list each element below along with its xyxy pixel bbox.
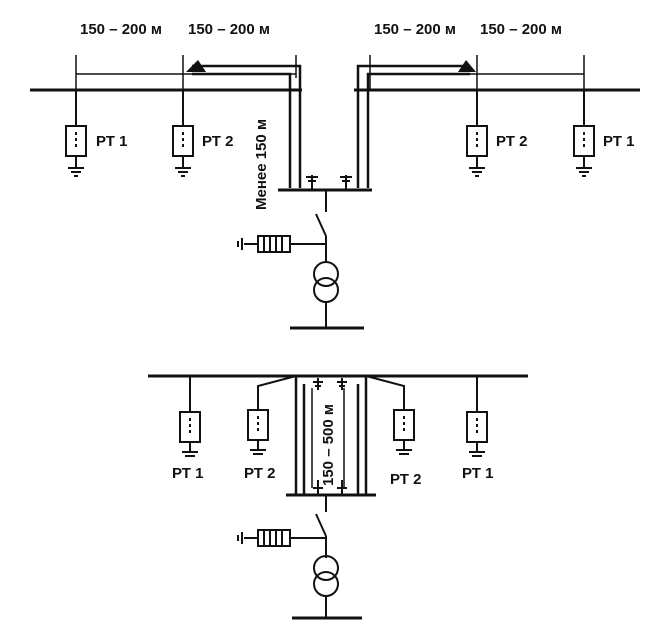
top-rt1-right-label: РТ 1 [603,133,634,150]
cable-end-arrester-right-icon [340,175,352,190]
bottom-rt2-right-label: РТ 2 [390,471,421,488]
range-label: 150 – 500 м [320,404,337,486]
dim-label-1: 150 – 200 м [80,21,162,38]
cable-terminal-right-icon [458,60,476,72]
cable-right [356,64,470,188]
bottom-cable-arrester-icons [313,378,347,494]
bottom-dim-range [311,388,345,488]
bottom-reactor-icon [237,529,326,547]
top-rt1-left-label: РТ 1 [96,133,127,150]
bottom-arrester-rt2-left [247,409,269,455]
top-reactor-icon [237,235,326,253]
dim-right [369,55,585,90]
bottom-arrester-rt2-right [393,409,415,455]
top-arrester-rt2-right [466,90,488,177]
top-switch-icon [315,190,327,262]
dim-label-4: 150 – 200 м [480,21,562,38]
dim-label-2: 150 – 200 м [188,21,270,38]
top-arrester-rt1-right [573,90,595,177]
bottom-transformer-icon [313,555,339,618]
bottom-switch-icon [315,495,327,558]
cable-end-arrester-left-icon [306,175,318,190]
top-arrester-rt2-left [172,90,194,177]
dim-label-3: 150 – 200 м [374,21,456,38]
bottom-arrester-rt1-left [179,376,201,457]
cable-left [192,64,302,188]
bottom-rt2-leads [257,375,405,410]
top-arrester-rt1-left [65,90,87,177]
top-transformer-icon [313,261,339,328]
bottom-rt1-left-label: РТ 1 [172,465,203,482]
cable-terminal-left-icon [186,60,206,72]
less-150-label: Менее 150 м [253,119,270,210]
top-line-gap [302,84,354,96]
bottom-rt1-right-label: РТ 1 [462,465,493,482]
top-rt2-right-label: РТ 2 [496,133,527,150]
top-rt2-left-label: РТ 2 [202,133,233,150]
dim-left [75,55,297,90]
bottom-arrester-rt1-right [466,376,488,457]
bottom-cables [294,376,368,494]
bottom-rt2-left-label: РТ 2 [244,465,275,482]
